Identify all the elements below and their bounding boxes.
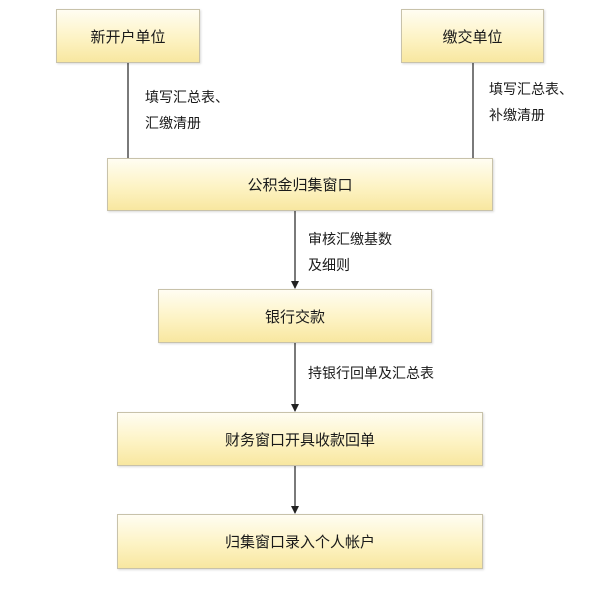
new-unit-label: 新开户单位 <box>90 27 166 46</box>
review-edge-line2: 及细则 <box>308 258 350 274</box>
review-edge-label: 审核汇缴基数 及细则 <box>308 227 392 279</box>
account-entry-box: 归集窗口录入个人帐户 <box>117 514 483 569</box>
new-unit-edge-line1: 填写汇总表、 <box>145 90 229 106</box>
account-entry-label: 归集窗口录入个人帐户 <box>224 533 375 551</box>
fund-window-label: 公积金归集窗口 <box>247 176 353 194</box>
bank-receipt-edge-label: 持银行回单及汇总表 <box>308 361 434 387</box>
new-unit-box: 新开户单位 <box>56 9 200 63</box>
paying-unit-label: 缴交单位 <box>442 27 503 46</box>
bank-payment-box: 银行交款 <box>158 289 432 343</box>
finance-receipt-label: 财务窗口开具收款回单 <box>224 430 375 449</box>
new-unit-edge-label: 填写汇总表、 汇缴清册 <box>145 85 229 137</box>
bank-payment-label: 银行交款 <box>264 307 325 326</box>
bank-receipt-edge-line: 持银行回单及汇总表 <box>308 366 434 382</box>
review-edge-line1: 审核汇缴基数 <box>308 232 392 248</box>
paying-unit-box: 缴交单位 <box>401 9 544 63</box>
paying-unit-edge-line2: 补缴清册 <box>489 108 545 124</box>
finance-receipt-box: 财务窗口开具收款回单 <box>117 412 483 466</box>
fund-window-box: 公积金归集窗口 <box>107 158 493 211</box>
new-unit-edge-line2: 汇缴清册 <box>145 116 201 132</box>
paying-unit-edge-label: 填写汇总表、 补缴清册 <box>489 77 573 129</box>
paying-unit-edge-line1: 填写汇总表、 <box>489 82 573 98</box>
